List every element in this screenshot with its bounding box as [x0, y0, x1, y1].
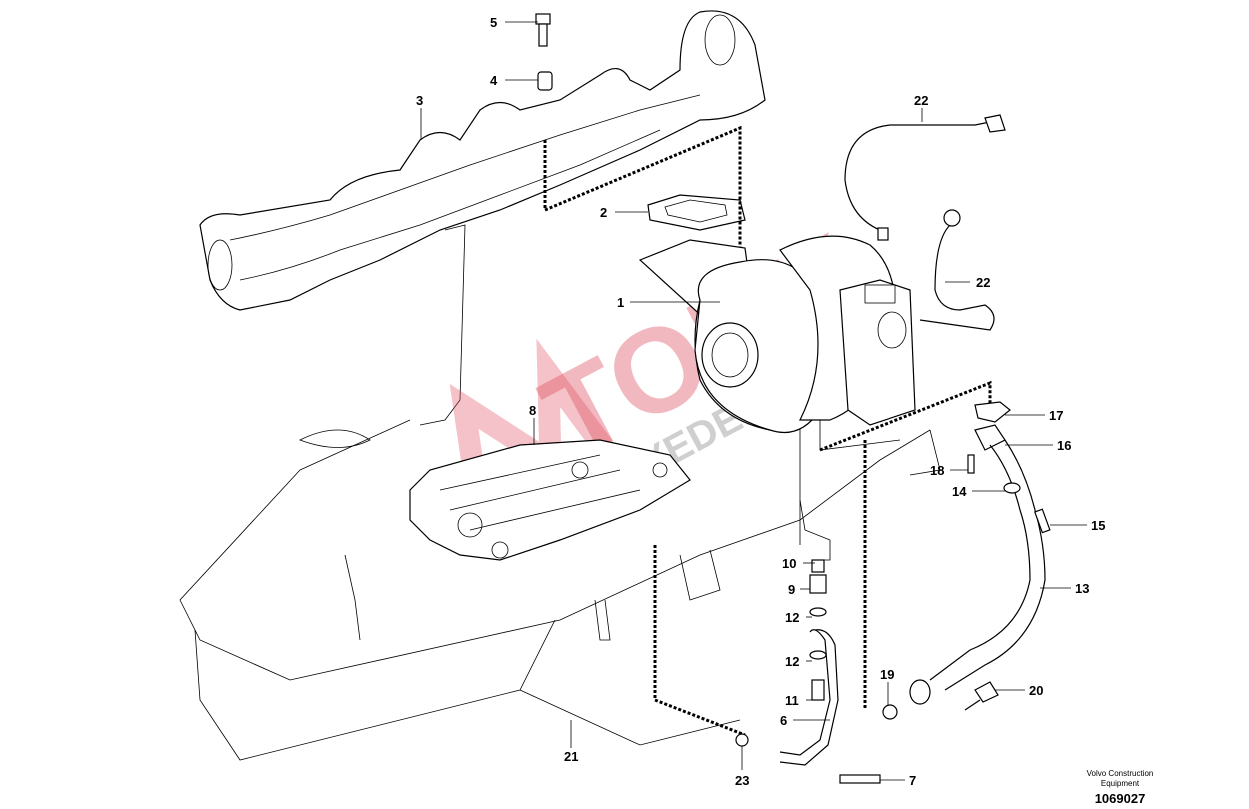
- callout-labels: 5 4 3 22 2 22 1 8 17 16 18 14 15 10 9 13…: [416, 15, 1105, 788]
- exhaust-manifold: [199, 10, 766, 311]
- callout-10: 10: [782, 556, 796, 571]
- callout-2: 2: [600, 205, 607, 220]
- callout-8: 8: [529, 403, 536, 418]
- document-number: 1069027: [1094, 791, 1146, 806]
- callout-6: 6: [780, 713, 787, 728]
- credit-line-2: Equipment: [1100, 779, 1140, 788]
- credit-line-1: Volvo Construction: [1086, 769, 1154, 778]
- callout-9: 9: [788, 582, 795, 597]
- engine-block: [179, 224, 941, 761]
- callout-13: 13: [1075, 581, 1089, 596]
- bolt-5: [535, 13, 551, 47]
- callout-11: 11: [785, 693, 799, 708]
- turbocharger: [638, 235, 916, 434]
- callout-22: 22: [976, 275, 990, 290]
- callout-20: 20: [1029, 683, 1043, 698]
- dashed-guide-gasket: [543, 125, 742, 255]
- callout-12: 12: [785, 654, 799, 669]
- oil-filter-housing: [409, 439, 691, 561]
- spacer-4: [537, 71, 553, 91]
- publisher-credit: Volvo Construction Equipment: [1070, 769, 1170, 789]
- callout-22: 22: [914, 93, 928, 108]
- dashed-guide-oil-inlet: [819, 380, 992, 452]
- callout-1: 1: [617, 295, 624, 310]
- leader-lines: [420, 21, 1087, 781]
- callout-5: 5: [490, 15, 497, 30]
- sensor-cable-22b: [919, 209, 995, 331]
- callout-4: 4: [490, 73, 498, 88]
- callout-21: 21: [564, 749, 578, 764]
- callout-12: 12: [785, 610, 799, 625]
- gasket-2: [647, 194, 746, 231]
- oil-feed-pipe: [882, 401, 1051, 720]
- callout-3: 3: [416, 93, 423, 108]
- callout-18: 18: [930, 463, 944, 478]
- callout-15: 15: [1091, 518, 1105, 533]
- callout-19: 19: [880, 667, 894, 682]
- callout-7: 7: [909, 773, 916, 788]
- callout-17: 17: [1049, 408, 1063, 423]
- guide-lines: [799, 400, 901, 545]
- oil-return-pipe: [735, 559, 881, 784]
- sensor-cable-22: [844, 114, 1006, 241]
- callout-14: 14: [952, 484, 967, 499]
- callout-16: 16: [1057, 438, 1071, 453]
- dashed-guide-oil-return: [653, 440, 867, 737]
- callout-23: 23: [735, 773, 749, 788]
